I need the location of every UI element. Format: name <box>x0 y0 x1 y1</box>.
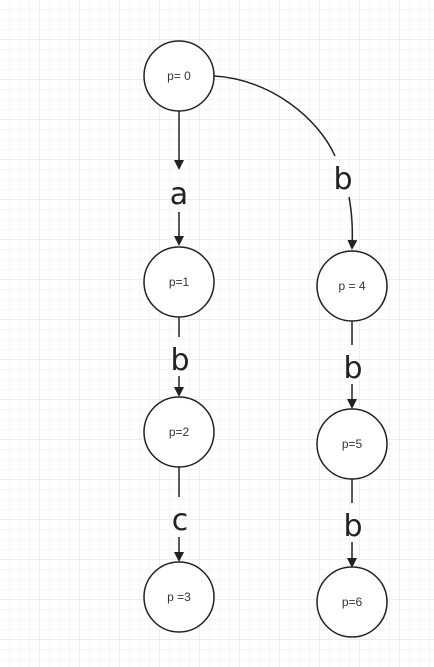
node-label: p=6 <box>342 595 363 609</box>
node-circle <box>143 40 215 112</box>
node-label: p=2 <box>169 425 190 439</box>
node-p0[interactable]: p= 0 <box>143 40 215 112</box>
node-circle <box>316 408 388 480</box>
node-label: p = 4 <box>338 279 365 293</box>
edge-p4-p5: b <box>343 321 363 409</box>
node-circle <box>316 566 388 638</box>
edge-p5-p6: b <box>343 479 363 568</box>
node-label: p=1 <box>169 275 190 289</box>
node-p2[interactable]: p=2 <box>143 396 215 468</box>
edge-label: b <box>170 343 189 378</box>
edge-p0-p4: b <box>213 75 358 250</box>
node-p1[interactable]: p=1 <box>143 246 215 318</box>
edge-label: b <box>343 351 362 386</box>
node-p3[interactable]: p =3 <box>143 561 215 633</box>
node-p5[interactable]: p=5 <box>316 408 388 480</box>
node-p6[interactable]: p=6 <box>316 566 388 638</box>
node-p4[interactable]: p = 4 <box>316 250 388 322</box>
node-label: p =3 <box>167 590 191 604</box>
edge-p0-p1: a <box>170 111 188 246</box>
node-label: p= 0 <box>167 69 191 83</box>
edge-p2-p3: c <box>172 467 189 562</box>
edge-curve <box>213 75 336 157</box>
edge-label: a <box>170 177 188 212</box>
node-circle <box>316 250 388 322</box>
node-circle <box>143 561 215 633</box>
edge-label: b <box>343 509 362 544</box>
node-circle <box>143 246 215 318</box>
node-circle <box>143 396 215 468</box>
edge-curve <box>347 196 358 250</box>
edge-p1-p2: b <box>170 317 190 397</box>
edge-label: b <box>333 162 352 197</box>
edge-label: c <box>172 503 189 538</box>
node-label: p=5 <box>342 437 363 451</box>
